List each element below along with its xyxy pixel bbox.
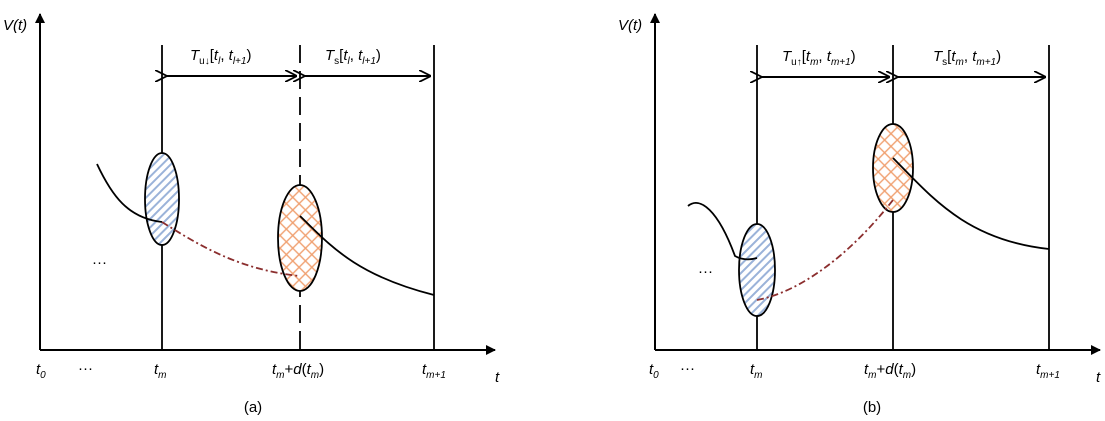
panel-b-caption: (b) bbox=[863, 399, 881, 416]
panel-a-interval-left-label: Tu↓[tl, tl+1) bbox=[190, 47, 251, 67]
panel-b-ir-comma: , bbox=[964, 48, 972, 65]
panel-b-il-m1: m bbox=[810, 57, 818, 68]
panel-a-tick-tm-d-m1: m bbox=[276, 370, 284, 381]
panel-a-y-label: V(t) bbox=[3, 17, 27, 34]
panel-a-ir-l2: l+1 bbox=[362, 56, 376, 67]
panel-b-il-T: T bbox=[782, 48, 793, 65]
panel-a-tick-t0-sub: 0 bbox=[40, 370, 46, 381]
panel-b-il-comma: , bbox=[818, 48, 826, 65]
panel-b-tick-tm-d: tm+d(tm) bbox=[864, 361, 916, 381]
panel-a-il-T: T bbox=[190, 47, 201, 64]
panel-b-tick-tm1-main: t bbox=[1036, 361, 1041, 378]
panel-a-il-l2: l+1 bbox=[233, 56, 247, 67]
panel-b-ir-T: T bbox=[933, 48, 944, 65]
panel-b-ir-m1: m bbox=[956, 57, 964, 68]
panel-a-caption: (a) bbox=[244, 399, 262, 416]
panel-b-ellipse-blue bbox=[738, 223, 776, 317]
panel-a-curve-dashdot bbox=[161, 221, 301, 277]
panel-a-tick-tm-d-close: ) bbox=[319, 361, 324, 378]
panel-b-tick-tm-d-close: ) bbox=[911, 361, 916, 378]
panel-b-tick-tm1-sub: m+1 bbox=[1040, 370, 1060, 381]
panel-b: V(t) t ··· ··· t0 tm tm+d(tm) tm+1 Tu↑[t… bbox=[618, 13, 1101, 416]
panel-b-tick-tm-d-m2: m bbox=[903, 370, 911, 381]
panel-b-interval-right-label: Ts[tm, tm+1) bbox=[933, 48, 1001, 68]
panel-a-tick-tm-d-m2: m bbox=[311, 370, 319, 381]
panel-b-tick-tm-d-open: ( bbox=[894, 361, 899, 378]
panel-b-ellipse-orange bbox=[872, 123, 914, 213]
panel-b-tick-t0-main: t bbox=[649, 361, 654, 378]
panel-a-x-label: t bbox=[495, 369, 500, 386]
panel-b-il-t2: t bbox=[827, 48, 832, 65]
panel-a-tick-tm-d-open: ( bbox=[302, 361, 307, 378]
panel-b-tick-tm1: tm+1 bbox=[1036, 361, 1060, 381]
panel-a-il-comma: , bbox=[220, 47, 228, 64]
panel-b-interval-left-label: Tu↑[tm, tm+1) bbox=[782, 48, 856, 68]
panel-a-curve-after bbox=[299, 215, 435, 296]
panel-a-plot-ellipsis: ··· bbox=[92, 254, 107, 271]
panel-b-curve-dashdot bbox=[756, 199, 894, 301]
panel-a-ellipse-orange bbox=[277, 184, 323, 292]
panel-b-tick-tm-d-m1: m bbox=[868, 370, 876, 381]
panel-a-ir-T: T bbox=[325, 47, 336, 64]
panel-b-y-label: V(t) bbox=[618, 17, 642, 34]
panel-a-tick-tm1-main: t bbox=[422, 361, 427, 378]
panel-a-ellipse-blue bbox=[144, 152, 180, 246]
panel-a-il-l1: l bbox=[218, 56, 221, 67]
panel-a-ir-open: [ bbox=[339, 47, 344, 64]
panel-b-ir-close: ) bbox=[996, 48, 1001, 65]
panel-a-ir-t1: t bbox=[343, 47, 348, 64]
panel-a-tick-tm1: tm+1 bbox=[422, 361, 446, 381]
panel-a-axis-ellipsis: ··· bbox=[78, 360, 93, 377]
panel-b-curve-before bbox=[687, 202, 758, 261]
panel-b-tick-tm: tm bbox=[750, 361, 763, 381]
panel-b-tick-t0-sub: 0 bbox=[653, 370, 659, 381]
panel-a-ir-close: ) bbox=[376, 47, 381, 64]
panel-b-il-sub: u↑ bbox=[791, 57, 802, 68]
panel-b-tick-tm-sub: m bbox=[754, 370, 762, 381]
panel-a-tick-tm-d-t2: t bbox=[307, 361, 312, 378]
panel-b-tick-tm-d-t1: t bbox=[864, 361, 869, 378]
panel-a-ir-sub: s bbox=[334, 56, 339, 67]
panel-b-ir-sub: s bbox=[942, 57, 947, 68]
panel-b-il-m2: m+1 bbox=[831, 57, 851, 68]
panel-a-tick-tm-d-plus: + bbox=[285, 361, 294, 378]
panel-a-tick-tm1-sub: m+1 bbox=[426, 370, 446, 381]
panel-b-ir-t1: t bbox=[951, 48, 956, 65]
panel-a-curve-before bbox=[96, 163, 163, 223]
panel-b-curve-after bbox=[892, 157, 1050, 250]
panel-b-x-label: t bbox=[1096, 369, 1101, 386]
panel-a-tick-tm: tm bbox=[154, 361, 167, 381]
panel-b-ir-open: [ bbox=[947, 48, 952, 65]
panel-a-ir-comma: , bbox=[350, 47, 358, 64]
panel-a-tick-tm-d-d: d bbox=[293, 361, 302, 378]
panel-b-plot-ellipsis: ··· bbox=[698, 263, 713, 280]
panel-b-tick-tm-main: t bbox=[750, 361, 755, 378]
panel-b-axis-ellipsis: ··· bbox=[680, 360, 695, 377]
panel-a-ir-t2: t bbox=[358, 47, 363, 64]
panel-a-il-sub: u↓ bbox=[199, 56, 210, 67]
panel-b-il-open: [ bbox=[802, 48, 807, 65]
panel-a-tick-tm-sub: m bbox=[158, 370, 166, 381]
panel-a-tick-t0: t0 bbox=[36, 361, 46, 381]
panel-a-tick-tm-main: t bbox=[154, 361, 159, 378]
panel-a-interval-right-label: Ts[tl, tl+1) bbox=[325, 47, 381, 67]
panel-b-tick-tm-d-d: d bbox=[885, 361, 894, 378]
panel-a-il-t1: t bbox=[214, 47, 219, 64]
panel-b-ir-t2: t bbox=[972, 48, 977, 65]
panel-b-il-close: ) bbox=[851, 48, 856, 65]
panel-a-tick-tm-d-t1: t bbox=[272, 361, 277, 378]
panel-b-il-t1: t bbox=[806, 48, 811, 65]
panel-a-tick-t0-main: t bbox=[36, 361, 41, 378]
panel-a-il-close: ) bbox=[246, 47, 251, 64]
panel-a-il-open: [ bbox=[210, 47, 215, 64]
panel-a-ir-l1: l bbox=[348, 56, 351, 67]
panel-b-ir-m2: m+1 bbox=[976, 57, 996, 68]
panel-a: V(t) t ··· ··· t0 tm tm+d(tm) tm+1 Tu↓[t… bbox=[3, 13, 500, 416]
panel-a-il-t2: t bbox=[229, 47, 234, 64]
panel-b-tick-tm-d-t2: t bbox=[899, 361, 904, 378]
panel-b-tick-t0: t0 bbox=[649, 361, 659, 381]
panel-a-tick-tm-d: tm+d(tm) bbox=[272, 361, 324, 381]
panel-b-tick-tm-d-plus: + bbox=[877, 361, 886, 378]
